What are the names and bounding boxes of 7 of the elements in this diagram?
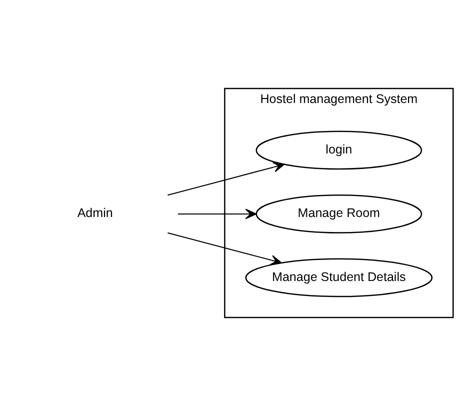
arrow	[168, 161, 285, 196]
node-ellipse: login	[256, 130, 422, 170]
node-text: Admin	[77, 206, 113, 220]
arrow	[168, 232, 282, 265]
node-ellipse: Manage Room	[256, 194, 422, 233]
node-ellipse: Manage Student Details	[245, 258, 433, 297]
arrow	[178, 208, 257, 219]
